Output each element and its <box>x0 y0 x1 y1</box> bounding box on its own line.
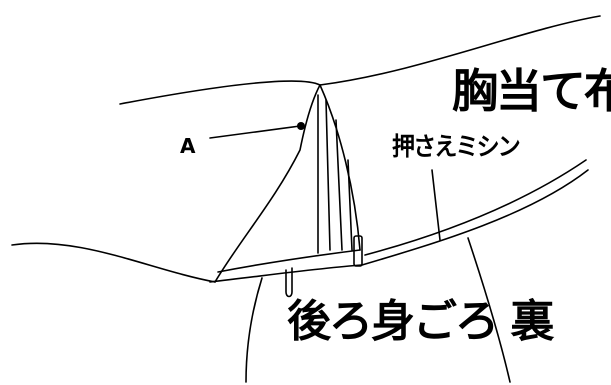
bodice-left-side <box>245 277 263 383</box>
fold-edge <box>214 84 321 283</box>
leader-a <box>209 125 301 139</box>
label-bib-fabric: 胸当て布 <box>452 64 611 118</box>
leader-topstitch <box>431 169 441 241</box>
tab-right <box>353 235 363 267</box>
pleat-line-4 <box>347 159 353 251</box>
topstitch-seam <box>364 159 587 256</box>
pleat-line-3 <box>335 119 343 251</box>
pleat-line-2 <box>325 99 331 251</box>
pleat-outline <box>319 84 361 251</box>
seam-band-top <box>217 249 361 273</box>
label-topstitch: 押さえミシン <box>392 132 521 161</box>
bodice-right-side <box>467 237 511 383</box>
label-back-bodice-reverse: 後ろ身ごろ 裏 <box>287 296 554 347</box>
point-a-marker <box>297 122 305 130</box>
bib-top-edge <box>119 15 601 105</box>
bib-right-edge <box>361 169 589 266</box>
bodice-lower-edge <box>11 242 216 283</box>
tab-hanging <box>285 267 293 298</box>
label-point-a: A <box>180 134 196 158</box>
